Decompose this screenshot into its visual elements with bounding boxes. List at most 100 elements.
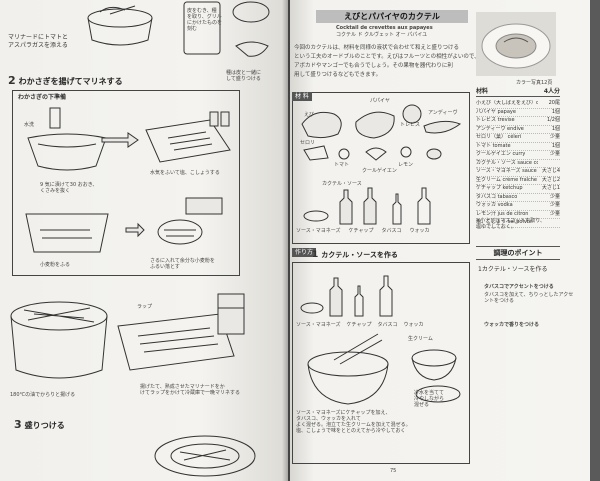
method-box bbox=[292, 262, 470, 464]
intro-line: 用して盛りつけるなどもできます。 bbox=[294, 72, 382, 78]
ingredient-name: ソース・マヨネーズ sauce mayonnaise bbox=[476, 168, 538, 174]
ingredient-row: パパイヤ papaye 1個 bbox=[476, 108, 560, 117]
section-2-title: わかさぎを揚げてマリネする bbox=[18, 77, 123, 86]
ing-label: セロリ bbox=[300, 140, 316, 146]
method-note-line: 塩、こしょうで味をととのえてから冷やしておく bbox=[296, 428, 406, 434]
pepper-note-line: して盛りつける bbox=[226, 76, 261, 82]
ingredient-amount: 大さじ4 bbox=[541, 168, 560, 174]
mix-note-line: 冷水を当てて bbox=[414, 390, 445, 396]
servings-row: 材料 4人分 bbox=[476, 88, 560, 97]
ingredient-amount: 大さじ1 bbox=[541, 185, 560, 191]
recipe-subtitle-jp: コクテル ド クルヴェット オー パパイユ bbox=[336, 32, 428, 38]
sauce-items: ソース・マヨネーズ ケチャップ タバスコ ウォッカ bbox=[296, 228, 430, 234]
ingredient-amount: 少量 bbox=[549, 202, 560, 208]
point-1-detail: タバスコを加えて、ちりっとしたアクセ ントをつける bbox=[484, 292, 573, 304]
mix-note: 冷水を当てて 冷やしながら 混ぜる bbox=[414, 390, 444, 408]
ingredient-amount: 1個 bbox=[551, 142, 560, 149]
ingredient-name: 塩、こしょう sel,poivre bbox=[476, 219, 532, 225]
ingredient-amount: 大さじ2 bbox=[541, 176, 560, 183]
serving-plate-illustration bbox=[154, 435, 256, 477]
ing-label: えび bbox=[304, 112, 315, 118]
fry-caption: 180℃の油でからりと揚げる bbox=[10, 392, 76, 398]
marinate-line: 揚げたて、熟成させたマリナードをか bbox=[140, 384, 225, 390]
mixing-bowl-illustration bbox=[307, 333, 389, 405]
ingredient-amount: 1/2個 bbox=[546, 117, 560, 123]
ingredient-name: 小えび（大しばえをえび）crevette bbox=[476, 100, 538, 106]
pepper-note-line: 種は皮と一緒に bbox=[226, 70, 262, 76]
sidebar-note-line: ※小えびはマスコットを取り、 bbox=[476, 218, 545, 224]
step-flour: 小麦粉をふる bbox=[40, 262, 71, 268]
point-1: 1カクテル・ソースを作る bbox=[478, 266, 548, 274]
sidebar-note-line: 塩ゆでしておく。 bbox=[476, 224, 516, 230]
materials-box bbox=[292, 92, 470, 244]
ing-label: クールゲイエン bbox=[362, 168, 397, 174]
servings-label: 材料 bbox=[476, 88, 489, 95]
ingredient-name: カクテル・ソース sauce cocktail bbox=[476, 159, 538, 166]
recipe-title: えびとパパイヤのカクテル bbox=[316, 10, 468, 23]
method-bottles-illustration bbox=[300, 275, 393, 317]
method-bottle-label: ウォッカ bbox=[403, 322, 424, 328]
ingredient-row: タバスコ tabasco 少量 bbox=[476, 193, 560, 202]
servings-value: 4人分 bbox=[543, 88, 560, 95]
method-note: ソース・マヨネーズにケチャップを加え、 タバスコ、ウォッカを入れて よく混ぜる。… bbox=[296, 410, 411, 434]
ingredient-name: レモン汁 jus de citron bbox=[476, 210, 529, 217]
ingredient-name: パパイヤ papaye bbox=[476, 108, 516, 115]
step-soak-line: くさみを抜く bbox=[40, 188, 71, 194]
method-bottle-labels: ソース・マヨネーズ ケチャップ タバスコ ウォッカ bbox=[296, 322, 424, 328]
sidebar-note: ※小えびはマスコットを取り、 塩ゆでしておく。 bbox=[476, 218, 545, 230]
point-1-detail-line: タバスコを加えて、ちりっとしたアクセ bbox=[484, 292, 574, 298]
method-bottle-label: ソース・マヨネーズ bbox=[296, 322, 341, 328]
ingredient-name: セロリ（葉） céleri bbox=[476, 134, 522, 140]
ingredient-amount: 1個 bbox=[551, 108, 560, 115]
fridge-icon bbox=[217, 293, 245, 335]
intro-line: という工夫のオードブルのことです。えびはフルーツとの相性がよいので、 bbox=[294, 54, 480, 60]
bowl-label: 水洗 bbox=[24, 122, 35, 128]
marinate-tray-illustration bbox=[117, 313, 235, 371]
ingredient-name: トレビス trevise bbox=[476, 117, 515, 123]
point-1-detail-line: ントをつける bbox=[484, 298, 515, 304]
ingredient-name: ケチャップ ketchup bbox=[476, 185, 523, 191]
ingredient-amount: 少量 bbox=[549, 210, 560, 217]
method-step-1-label: カクテル・ソースを作る bbox=[321, 251, 398, 259]
ing-label: トマト bbox=[334, 162, 350, 168]
mix-note-line: 混ぜる bbox=[414, 402, 430, 408]
step-sieve-line: さるに入れて余分な小麦粉を bbox=[150, 258, 215, 264]
ing-label: トレビス bbox=[400, 122, 421, 128]
intro-line: 今回のカクテルは、材料を同様の液状で合わせて和えと盛りつける bbox=[294, 45, 460, 51]
pepper-note: 種は皮と一緒に して盛りつける bbox=[226, 70, 261, 82]
photo-caption: カラー写真12頁 bbox=[516, 80, 553, 86]
ingredient-row: ケチャップ ketchup 大さじ1 bbox=[476, 185, 560, 194]
method-bottle-label: タバスコ bbox=[377, 322, 398, 328]
method-tag: 作り方 bbox=[292, 248, 317, 257]
sauce-item: ケチャップ bbox=[348, 228, 374, 234]
ingredient-name: 生クリーム crème fraîche bbox=[476, 176, 538, 183]
ingredient-row: ソース・マヨネーズ sauce mayonnaise大さじ4 bbox=[476, 168, 560, 177]
ingredient-row: カクテル・ソース sauce cocktail bbox=[476, 159, 560, 168]
frying-pot-illustration bbox=[10, 301, 108, 379]
arrow-right-icon bbox=[125, 222, 145, 238]
step-number: 1 bbox=[312, 250, 319, 260]
dish-photo bbox=[476, 12, 556, 76]
ingredient-list: 小えび（大しばえをえび）crevette20尾パパイヤ papaye1個トレビス… bbox=[476, 100, 560, 228]
ingredient-name: トマト tomate bbox=[476, 142, 511, 149]
method-bottle-label: ケチャップ bbox=[346, 322, 372, 328]
ingredient-amount: 少量 bbox=[549, 193, 560, 200]
ingredient-amount: 20尾 bbox=[548, 100, 560, 106]
wiping-illustration bbox=[145, 111, 231, 163]
ingredient-row: クールゲイエン curry 少量 bbox=[476, 151, 560, 160]
arrow-right-icon bbox=[101, 132, 139, 148]
method-note-line: ソース・マヨネーズにケチャップを加え、 bbox=[296, 410, 391, 416]
pepper-callout bbox=[183, 1, 221, 55]
ingredient-name: クールゲイエン curry bbox=[476, 151, 526, 157]
ingredient-name: アンディーヴ endive bbox=[476, 125, 524, 132]
ingredient-amount: 少量 bbox=[549, 151, 560, 157]
ingredient-name: タバスコ tabasco bbox=[476, 193, 518, 200]
sauce-bottles-illustration bbox=[303, 187, 431, 225]
